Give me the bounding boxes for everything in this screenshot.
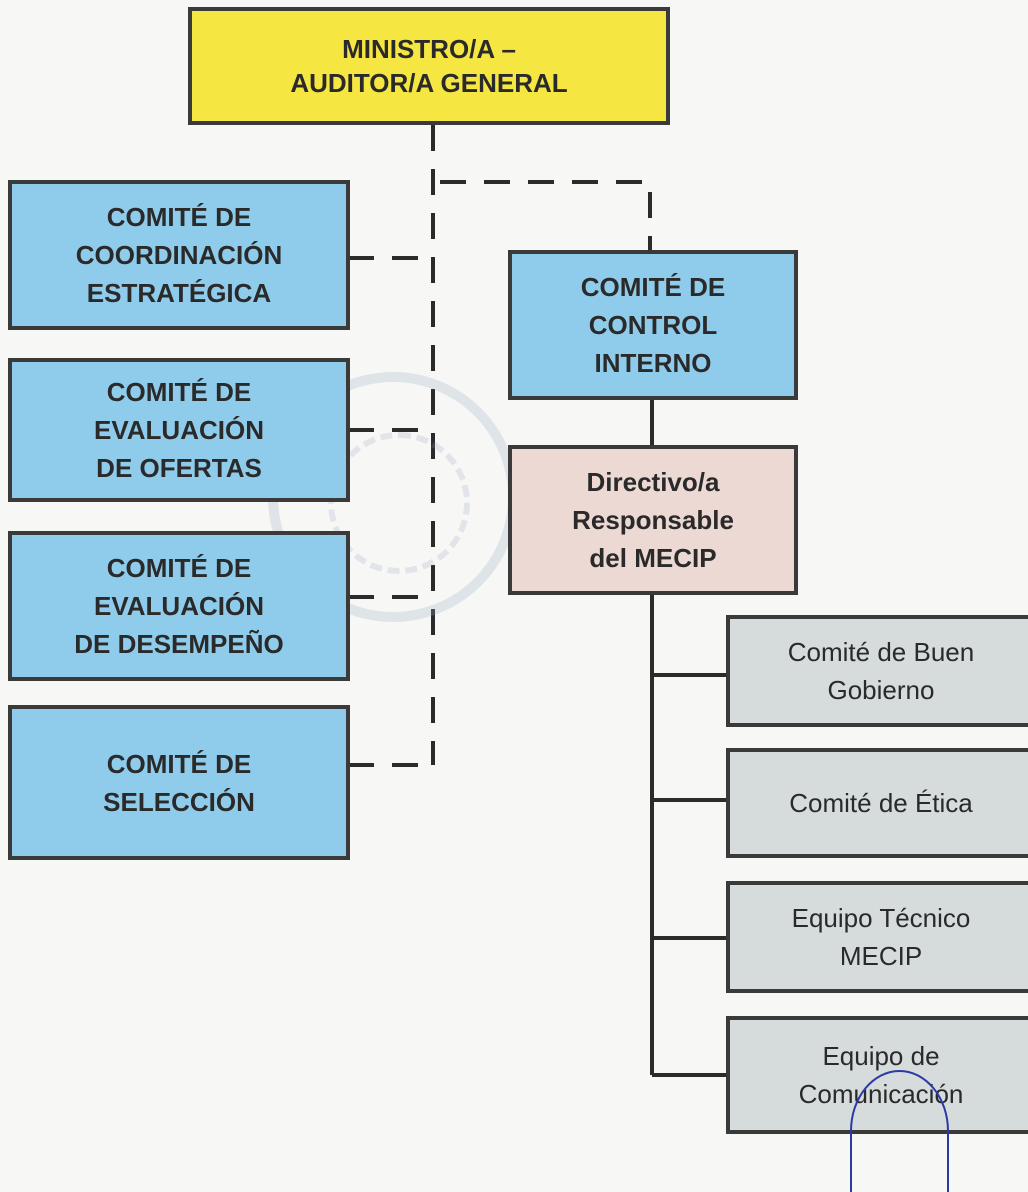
node-directivo-responsable: Directivo/a Responsable del MECIP bbox=[508, 445, 798, 595]
node-comite-control-interno: COMITÉ DE CONTROL INTERNO bbox=[508, 250, 798, 400]
node-equipo-tecnico-mecip: Equipo Técnico MECIP bbox=[726, 881, 1028, 993]
node-comite-evaluacion-ofertas: COMITÉ DE EVALUACIÓN DE OFERTAS bbox=[8, 358, 350, 502]
signature-stroke bbox=[850, 1070, 949, 1192]
dashed-branch-control bbox=[440, 180, 652, 250]
node-comite-seleccion: COMITÉ DE SELECCIÓN bbox=[8, 705, 350, 860]
node-comite-buen-gobierno: Comité de Buen Gobierno bbox=[726, 615, 1028, 727]
node-comite-evaluacion-desempeno: COMITÉ DE EVALUACIÓN DE DESEMPEÑO bbox=[8, 531, 350, 681]
node-ministro: MINISTRO/A – AUDITOR/A GENERAL bbox=[188, 7, 670, 125]
node-comite-etica: Comité de Ética bbox=[726, 748, 1028, 858]
node-comite-coordinacion: COMITÉ DE COORDINACIÓN ESTRATÉGICA bbox=[8, 180, 350, 330]
